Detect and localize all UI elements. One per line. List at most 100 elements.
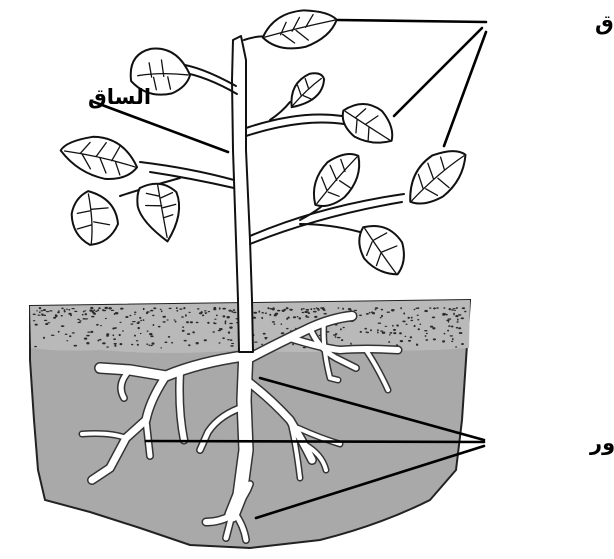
soil-speck [233,312,236,314]
soil-speck [269,314,271,316]
soil-speck [281,323,283,325]
soil-speck [143,308,145,310]
soil-speck [148,344,150,346]
soil-speck [425,339,428,341]
soil-speck [174,319,176,320]
soil-speck [432,317,435,319]
soil-speck [396,324,399,326]
soil-speck [96,324,99,326]
soil-speck [122,330,124,331]
soil-speck [44,320,47,321]
soil-speck [218,330,221,331]
soil-speck [134,312,136,314]
soil-speck [82,314,84,316]
soil-speck [381,315,383,317]
soil-speck [341,339,343,341]
soil-speck [265,313,267,314]
soil-speck [77,322,81,323]
soil-speck [272,308,275,310]
soil-speck [459,332,463,334]
soil-speck [150,310,153,312]
soil-speck [146,312,148,314]
soil-speck [289,309,291,311]
soil-speck [403,312,405,314]
soil-speck [61,325,65,327]
soil-speck [160,347,162,348]
soil-speck [152,342,155,344]
soil-speck [185,314,187,316]
soil-speck [414,325,416,327]
soil-speck [183,307,185,309]
soil-speck [411,317,413,319]
soil-speck [366,313,369,315]
soil-speck [58,331,60,333]
soil-speck [139,317,141,319]
soil-speck [229,326,232,328]
soil-speck [136,340,139,341]
soil-speck [370,329,372,331]
soil-speck [120,343,123,345]
soil-speck [350,343,352,345]
soil-speck [169,308,172,309]
soil-speck [286,307,289,309]
soil-speck [39,311,41,313]
soil-speck [364,328,367,330]
soil-speck [254,342,258,343]
soil-speck [265,338,267,340]
branch-mid-right [246,115,342,129]
soil-speck [359,315,362,317]
soil-speck [184,340,187,342]
soil-speck [41,310,44,311]
leaf-right-lower [299,145,373,214]
soil-speck [84,338,87,340]
soil-speck [458,314,462,316]
soil-speck [261,344,263,346]
soil-speck [152,315,154,316]
soil-speck [33,320,36,321]
soil-speck [313,308,316,309]
soil-speck [100,325,102,326]
soil-speck [47,322,50,323]
soil-speck [310,308,312,310]
soil-speck [230,339,233,341]
soil-speck [163,321,166,323]
soil-speck [293,316,296,318]
soil-speck [114,343,117,345]
soil-speck [77,319,80,320]
soil-speck [66,309,68,310]
soil-speck [387,312,391,313]
soil-speck [443,307,445,309]
soil-speck [98,307,101,309]
soil-speck [377,332,379,334]
soil-speck [348,308,351,310]
leaf-far-right [396,140,478,213]
soil-speck [414,309,416,310]
soil-speck [452,308,455,309]
soil-speck [417,307,419,309]
label-stem: الساق [88,85,151,109]
soil-speck [196,322,199,323]
soil-speck [85,313,88,315]
soil-speck [340,328,342,330]
soil-speck [162,316,166,318]
leaves [58,3,478,281]
soil-speck [196,342,199,344]
soil-speck [433,338,436,340]
branch-mid-right-b [246,123,344,137]
soil-speck [388,341,390,343]
soil-speck [378,323,382,324]
soil-speck [322,308,325,310]
soil-speck [61,308,63,310]
soil-speck [42,314,44,316]
soil-speck [371,311,373,313]
soil-speck [375,307,378,309]
soil-speck [230,345,234,347]
soil-speck [190,321,193,323]
soil-speck [222,308,226,310]
soil-speck [450,335,454,336]
soil-speck [454,310,456,311]
soil-speck [202,315,204,317]
soil-speck [444,333,446,335]
soil-speck [338,307,340,309]
soil-speck [462,307,465,309]
